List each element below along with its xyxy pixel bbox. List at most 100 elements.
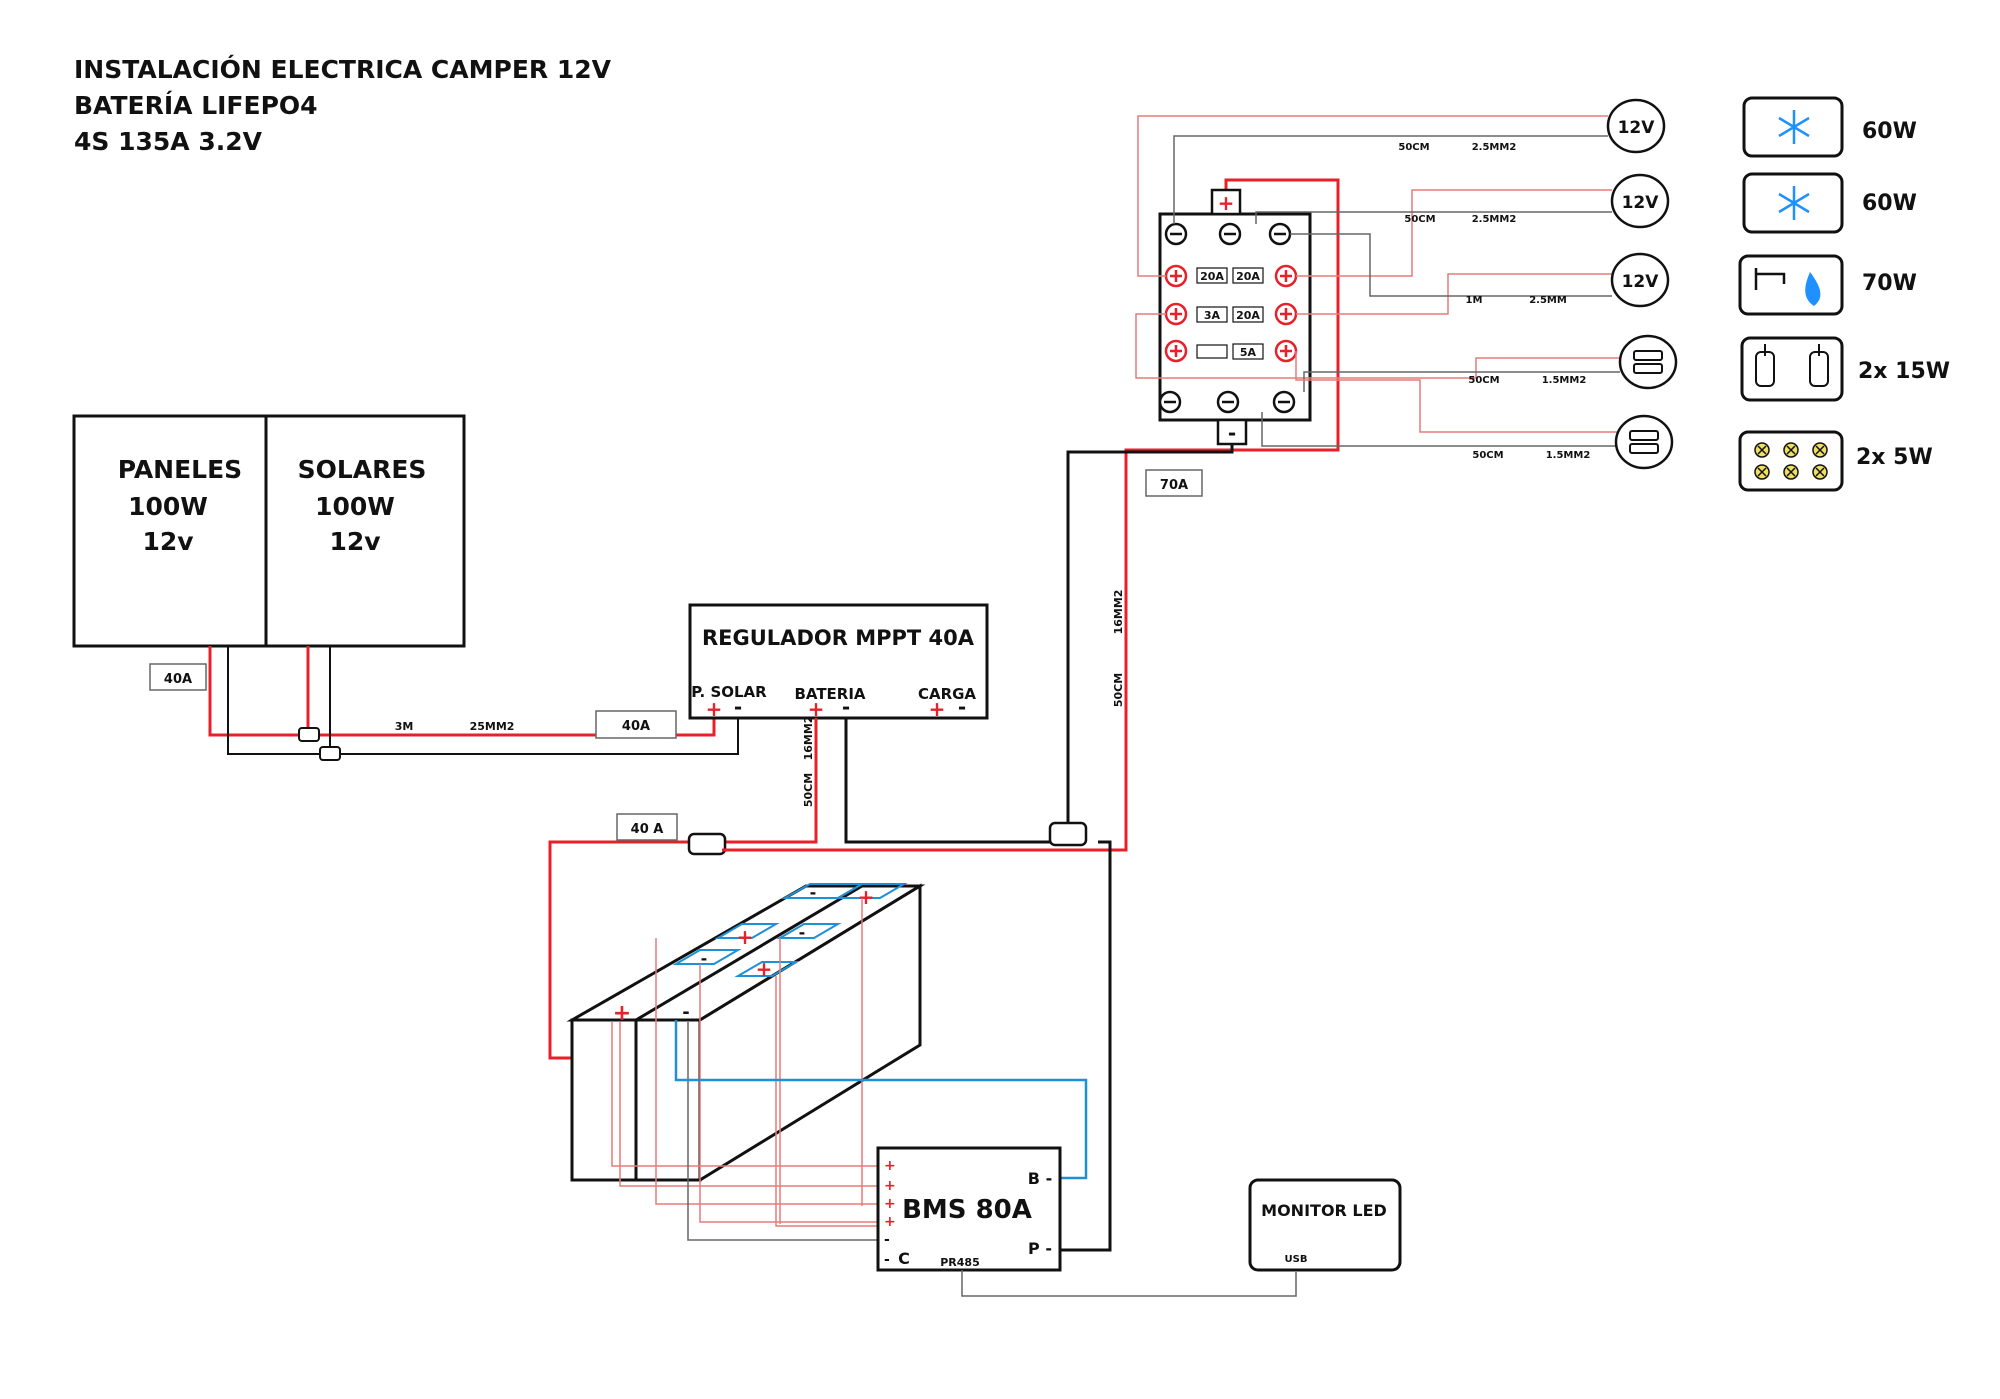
regulator-title: REGULADOR MPPT 40A: [702, 626, 975, 650]
monitor-title: MONITOR LED: [1261, 1201, 1387, 1220]
battery-fuse-box: [616, 813, 678, 841]
circuit-wires: [1135, 115, 1620, 447]
regulator-load-label: CARGA: [918, 685, 976, 703]
usb-chargers: [1740, 336, 1844, 402]
main-shunt-connector: [1048, 821, 1088, 847]
circuit-outlets: 12V 12V 12V: [1606, 98, 1678, 470]
panel-right: [264, 414, 466, 648]
bms-plus-2: +: [884, 1178, 896, 1194]
monitor-usb-port: USB: [1285, 1254, 1308, 1265]
led-monitor: MONITOR LED USB: [1248, 1178, 1402, 1272]
solar-panels: PANELES 100W 12v SOLARES 100W 12v: [72, 414, 466, 648]
panel-right-power: 100W: [315, 492, 395, 521]
regulator-load-minus: -: [958, 695, 966, 719]
panel-left-name: PANELES: [118, 455, 242, 484]
regulator-solar-label: P. SOLAR: [691, 683, 767, 701]
led-lights: [1738, 430, 1844, 492]
circuit-4-length: 50CM: [1468, 375, 1499, 386]
solar-cable-section: 25MM2: [470, 720, 515, 733]
bms-c-terminal: C: [898, 1249, 910, 1268]
bms-minus-1: -: [884, 1232, 890, 1248]
circuit-5-section: 1.5MM2: [1546, 450, 1591, 461]
bms-b-terminal: B -: [1028, 1169, 1052, 1188]
solar-cable-length: 3M: [395, 720, 414, 733]
battery-main-minus: -: [682, 1002, 689, 1023]
fb-pos-4: [1274, 302, 1298, 326]
led-light-icon: [1754, 442, 1828, 480]
fb-neg-3: [1268, 222, 1292, 246]
regulator-battery-plus: +: [808, 697, 825, 721]
usb-socket-icon: [1755, 344, 1829, 387]
fb-pos-3: [1164, 302, 1188, 326]
main-fuse-box: [1145, 469, 1203, 497]
panel-right-name: SOLARES: [298, 455, 427, 484]
fb-neg-1: [1164, 222, 1188, 246]
fb-neg-6: [1272, 390, 1296, 414]
fuse-box-minus-terminal: -: [1228, 421, 1236, 445]
fuse-4: 20A: [1236, 309, 1260, 322]
circuit-3-length: 1M: [1466, 295, 1483, 306]
title-line-1: INSTALACIÓN ELECTRICA CAMPER 12V: [74, 55, 611, 84]
bms-comm-port: PR485: [940, 1256, 980, 1269]
fridge-1-power: 60W: [1862, 119, 1917, 144]
led-lights-power: 2x 5W: [1856, 445, 1933, 470]
bms-title: BMS 80A: [902, 1195, 1032, 1225]
appliances: 60W 60W 70W 2x 15W 2x 5W: [1738, 96, 1950, 492]
snowflake-icon: [1778, 186, 1810, 220]
cell-3-minus: -: [701, 949, 708, 968]
main-cable-section: 16MM2: [1112, 590, 1125, 635]
regulator-battery-label: BATERIA: [794, 685, 865, 703]
outlet-2-label: 12V: [1622, 193, 1660, 213]
bms-monitor-wire: [961, 1270, 1297, 1297]
battery-fuse-label: 40 A: [631, 822, 664, 837]
reg-batt-cable-section: 16MM2: [802, 716, 815, 761]
panel-right-voltage: 12v: [329, 527, 380, 556]
mppt-regulator: REGULADOR MPPT 40A P. SOLAR BATERIA CARG…: [688, 603, 989, 721]
outlet-1-label: 12V: [1618, 118, 1656, 138]
snowflake-icon: [1778, 110, 1810, 144]
battery-fuse-holder: [687, 832, 727, 856]
fb-pos-2: [1274, 264, 1298, 288]
outlet-3-label: 12V: [1622, 272, 1660, 292]
fb-pos-5: [1164, 339, 1188, 363]
panel-fuse-label: 40A: [164, 672, 192, 687]
circuit-5-length: 50CM: [1472, 450, 1503, 461]
mc4-connector-negative: [319, 746, 341, 761]
fridge-2-power: 60W: [1862, 191, 1917, 216]
fuse-box-plus-terminal: +: [1218, 191, 1235, 215]
fb-neg-4: [1158, 390, 1182, 414]
bms-balance-wires: [611, 898, 1088, 1241]
water-heater-icon: [1754, 268, 1821, 306]
circuit-2-length: 50CM: [1404, 214, 1435, 225]
bms-p-terminal: P -: [1028, 1239, 1052, 1258]
bms-p-wire: [1060, 840, 1112, 1252]
fuse-2: 20A: [1236, 270, 1260, 283]
fb-pos-6: [1274, 339, 1298, 363]
circuit-3-section: 2.5MM: [1529, 295, 1567, 306]
cell-1-minus: -: [810, 883, 817, 902]
main-negative-wire: [1052, 436, 1234, 844]
fuse-box: + - 20A 20A 3A 20A 5A: [1158, 188, 1312, 446]
regulator-battery-minus: -: [842, 695, 850, 719]
fuse-3: 3A: [1204, 309, 1221, 322]
fb-pos-1: [1164, 264, 1188, 288]
bms: BMS 80A B - P - C PR485 + + + + - -: [876, 1146, 1062, 1272]
solar-wiring: 3M 25MM2 40A: [208, 646, 739, 761]
circuit-2-section: 2.5MM2: [1472, 214, 1517, 225]
fuse-5: 5A: [1240, 346, 1257, 359]
title-block: INSTALACIÓN ELECTRICA CAMPER 12V BATERÍA…: [74, 52, 611, 160]
circuit-labels: 50CM 2.5MM2 50CM 2.5MM2 1M 2.5MM 50CM 1.…: [1398, 142, 1590, 461]
title-line-3: 4S 135A 3.2V: [74, 127, 262, 156]
panel-fuse-box: [149, 663, 207, 691]
cell-1-plus: +: [858, 885, 875, 909]
regulator-load-plus: +: [929, 697, 946, 721]
panel-left-power: 100W: [128, 492, 208, 521]
solar-fuse-label: 40A: [622, 719, 650, 734]
solar-fuse-box: [595, 710, 677, 739]
reg-batt-cable-length: 50CM: [802, 773, 815, 807]
water-heater-power: 70W: [1862, 271, 1917, 296]
usb-chargers-power: 2x 15W: [1858, 359, 1950, 384]
regulator-solar-minus: -: [734, 695, 742, 719]
main-fuse-label: 70A: [1160, 478, 1188, 493]
bms-plus-3: +: [884, 1196, 896, 1212]
